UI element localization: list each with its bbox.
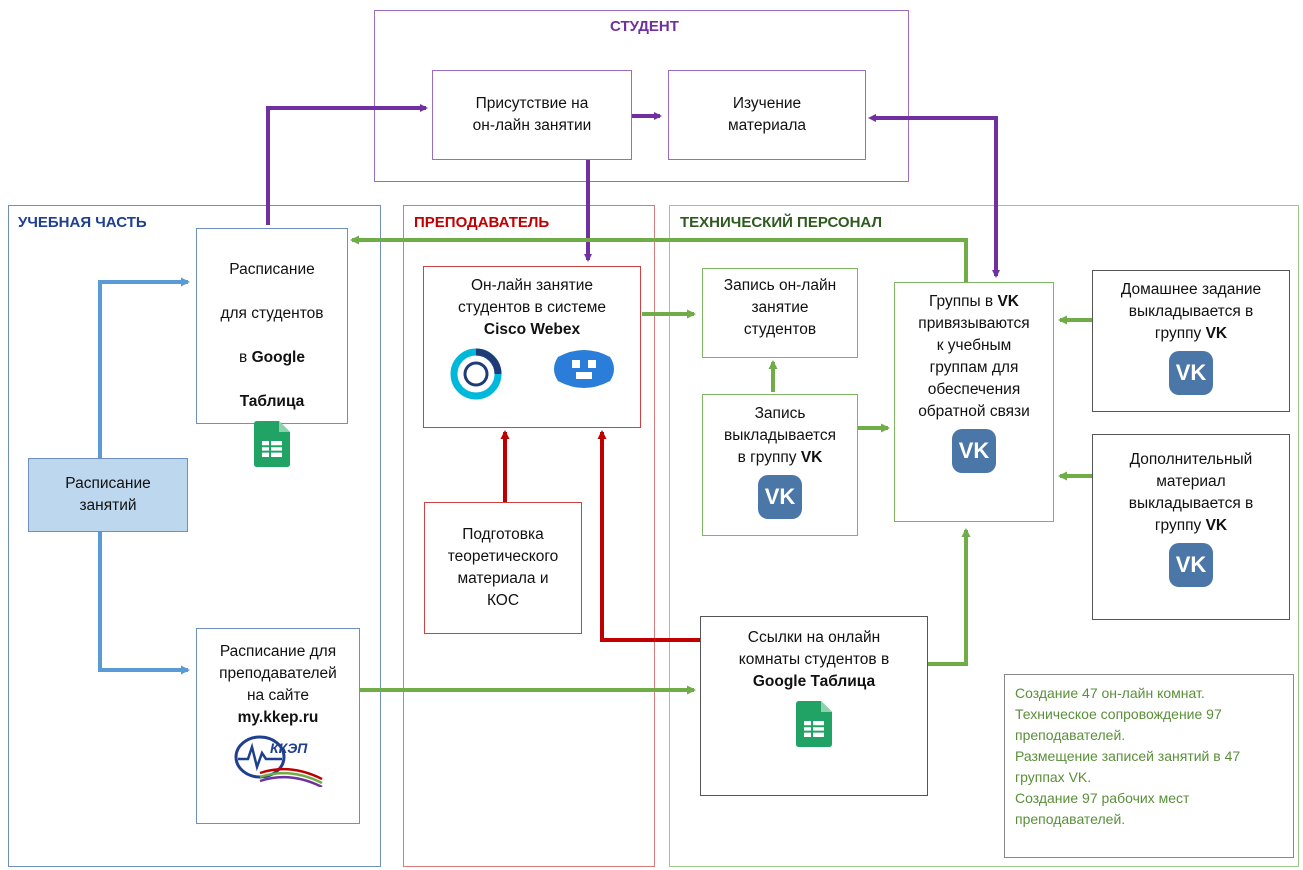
edge-schedule-to-attendance — [266, 104, 428, 225]
schedule-students-line1: Расписание — [229, 261, 315, 278]
edge-schedule-to-teachers — [98, 532, 190, 675]
online-lesson-system: Cisco Webex — [483, 321, 581, 338]
tech-region-title: ТЕХНИЧЕСКИЙ ПЕРСОНАЛ — [680, 214, 882, 231]
note-line: Создание 97 рабочих мест — [1015, 790, 1190, 806]
vk-logo-icon: VK — [758, 475, 802, 519]
student-region-title: СТУДЕНТ — [610, 18, 679, 35]
homework-text: Домашнее задание выкладывается в группу — [1120, 281, 1262, 342]
homework-bold: VK — [1205, 325, 1228, 342]
extra-bold: VK — [1205, 517, 1228, 534]
vk-groups-label: Группы в VK привязываются к учебным груп… — [918, 291, 1030, 423]
google-sheets-icon — [254, 421, 290, 467]
vk-groups-pre: Группы в — [928, 293, 998, 310]
vk-groups-bold: VK — [997, 293, 1020, 310]
note-line: Размещение записей занятий в 47 — [1015, 748, 1241, 764]
record-lesson-node: Запись он-лайн занятие студентов — [702, 268, 858, 358]
kkep-logo-text: ККЭП — [270, 740, 308, 756]
schedule-node: Расписание занятий — [28, 458, 188, 532]
google-sheets-icon — [796, 701, 832, 747]
summary-note: Создание 47 он-лайн комнат. Техническое … — [1004, 674, 1294, 858]
record-vk-text: Запись выкладывается в группу — [723, 405, 837, 466]
schedule-students-line2: для студентов — [220, 305, 324, 322]
schedule-students-node: Расписание для студентов в Google Таблиц… — [196, 228, 348, 467]
schedule-students-label: Расписание для студентов в Google Таблиц… — [220, 237, 323, 413]
record-vk-bold: VK — [800, 449, 823, 466]
edge-links-to-groups — [928, 528, 971, 666]
homework-node: Домашнее задание выкладывается в группу … — [1092, 270, 1290, 412]
vk-groups-node: Группы в VK привязываются к учебным груп… — [894, 282, 1054, 522]
prep-label: Подготовка теоретического материала и КО… — [447, 526, 559, 609]
note-line: группах VK. — [1015, 769, 1092, 785]
note-line: Создание 47 он-лайн комнат. — [1015, 685, 1205, 701]
extra-label: Дополнительный материал выкладывается в … — [1129, 449, 1254, 537]
academic-region-title: УЧЕБНАЯ ЧАСТЬ — [18, 214, 147, 231]
record-lesson-label: Запись он-лайн занятие студентов — [723, 277, 837, 338]
extra-text: Дополнительный материал выкладывается в … — [1128, 451, 1254, 534]
attendance-node: Присутствие на он-лайн занятии — [432, 70, 632, 160]
note-line: преподавателей. — [1015, 727, 1126, 743]
online-lesson-label: Он-лайн занятие студентов в системе — [457, 277, 607, 316]
kkep-logo-icon: ККЭП — [230, 733, 326, 794]
record-vk-label: Запись выкладывается в группу VK — [724, 403, 836, 469]
homework-label: Домашнее задание выкладывается в группу … — [1121, 279, 1261, 345]
schedule-label: Расписание занятий — [65, 475, 151, 514]
teacher-region — [403, 205, 655, 867]
note-line: преподавателей. — [1015, 811, 1126, 827]
teacher-region-title: ПРЕПОДАВАТЕЛЬ — [414, 214, 550, 231]
study-node: Изучение материала — [668, 70, 866, 160]
lesson-icons — [424, 347, 640, 408]
links-node: Ссылки на онлайн комнаты студентов в Goo… — [700, 616, 928, 796]
student-region — [374, 10, 909, 182]
links-label: Ссылки на онлайн комнаты студентов в — [738, 629, 890, 668]
note-line: Техническое сопровождение 97 — [1015, 706, 1222, 722]
schedule-teachers-site: my.kkep.ru — [237, 709, 319, 726]
schedule-students-line3: в — [239, 349, 252, 366]
schedule-students-bold2: Таблица — [239, 393, 305, 410]
vk-logo-icon: VK — [1169, 543, 1213, 587]
prep-node: Подготовка теоретического материала и КО… — [424, 502, 582, 634]
vk-groups-post: привязываются к учебным группам для обес… — [918, 315, 1030, 420]
record-vk-node: Запись выкладывается в группу VK VK — [702, 394, 858, 536]
links-bold: Google Таблица — [752, 673, 876, 690]
vk-logo-icon: VK — [952, 429, 996, 473]
study-label: Изучение материала — [727, 95, 807, 134]
schedule-teachers-label: Расписание для преподавателей на сайте — [219, 643, 337, 704]
online-lesson-node: Он-лайн занятие студентов в системе Cisc… — [423, 266, 641, 428]
edge-vkgroups-to-schedule — [350, 235, 968, 282]
academic-region — [8, 205, 381, 867]
vk-logo-icon: VK — [1169, 351, 1213, 395]
edge-links-to-lesson — [597, 430, 700, 642]
schedule-teachers-node: Расписание для преподавателей на сайте m… — [196, 628, 360, 824]
extra-node: Дополнительный материал выкладывается в … — [1092, 434, 1290, 620]
cisco-webex-icon — [449, 347, 503, 408]
attendance-label: Присутствие на он-лайн занятии — [472, 95, 592, 134]
edge-study-vk-groups — [868, 114, 1000, 278]
schedule-students-bold1: Google — [251, 349, 305, 366]
webex-meetings-icon — [552, 347, 616, 408]
edge-schedule-to-students — [98, 277, 190, 458]
